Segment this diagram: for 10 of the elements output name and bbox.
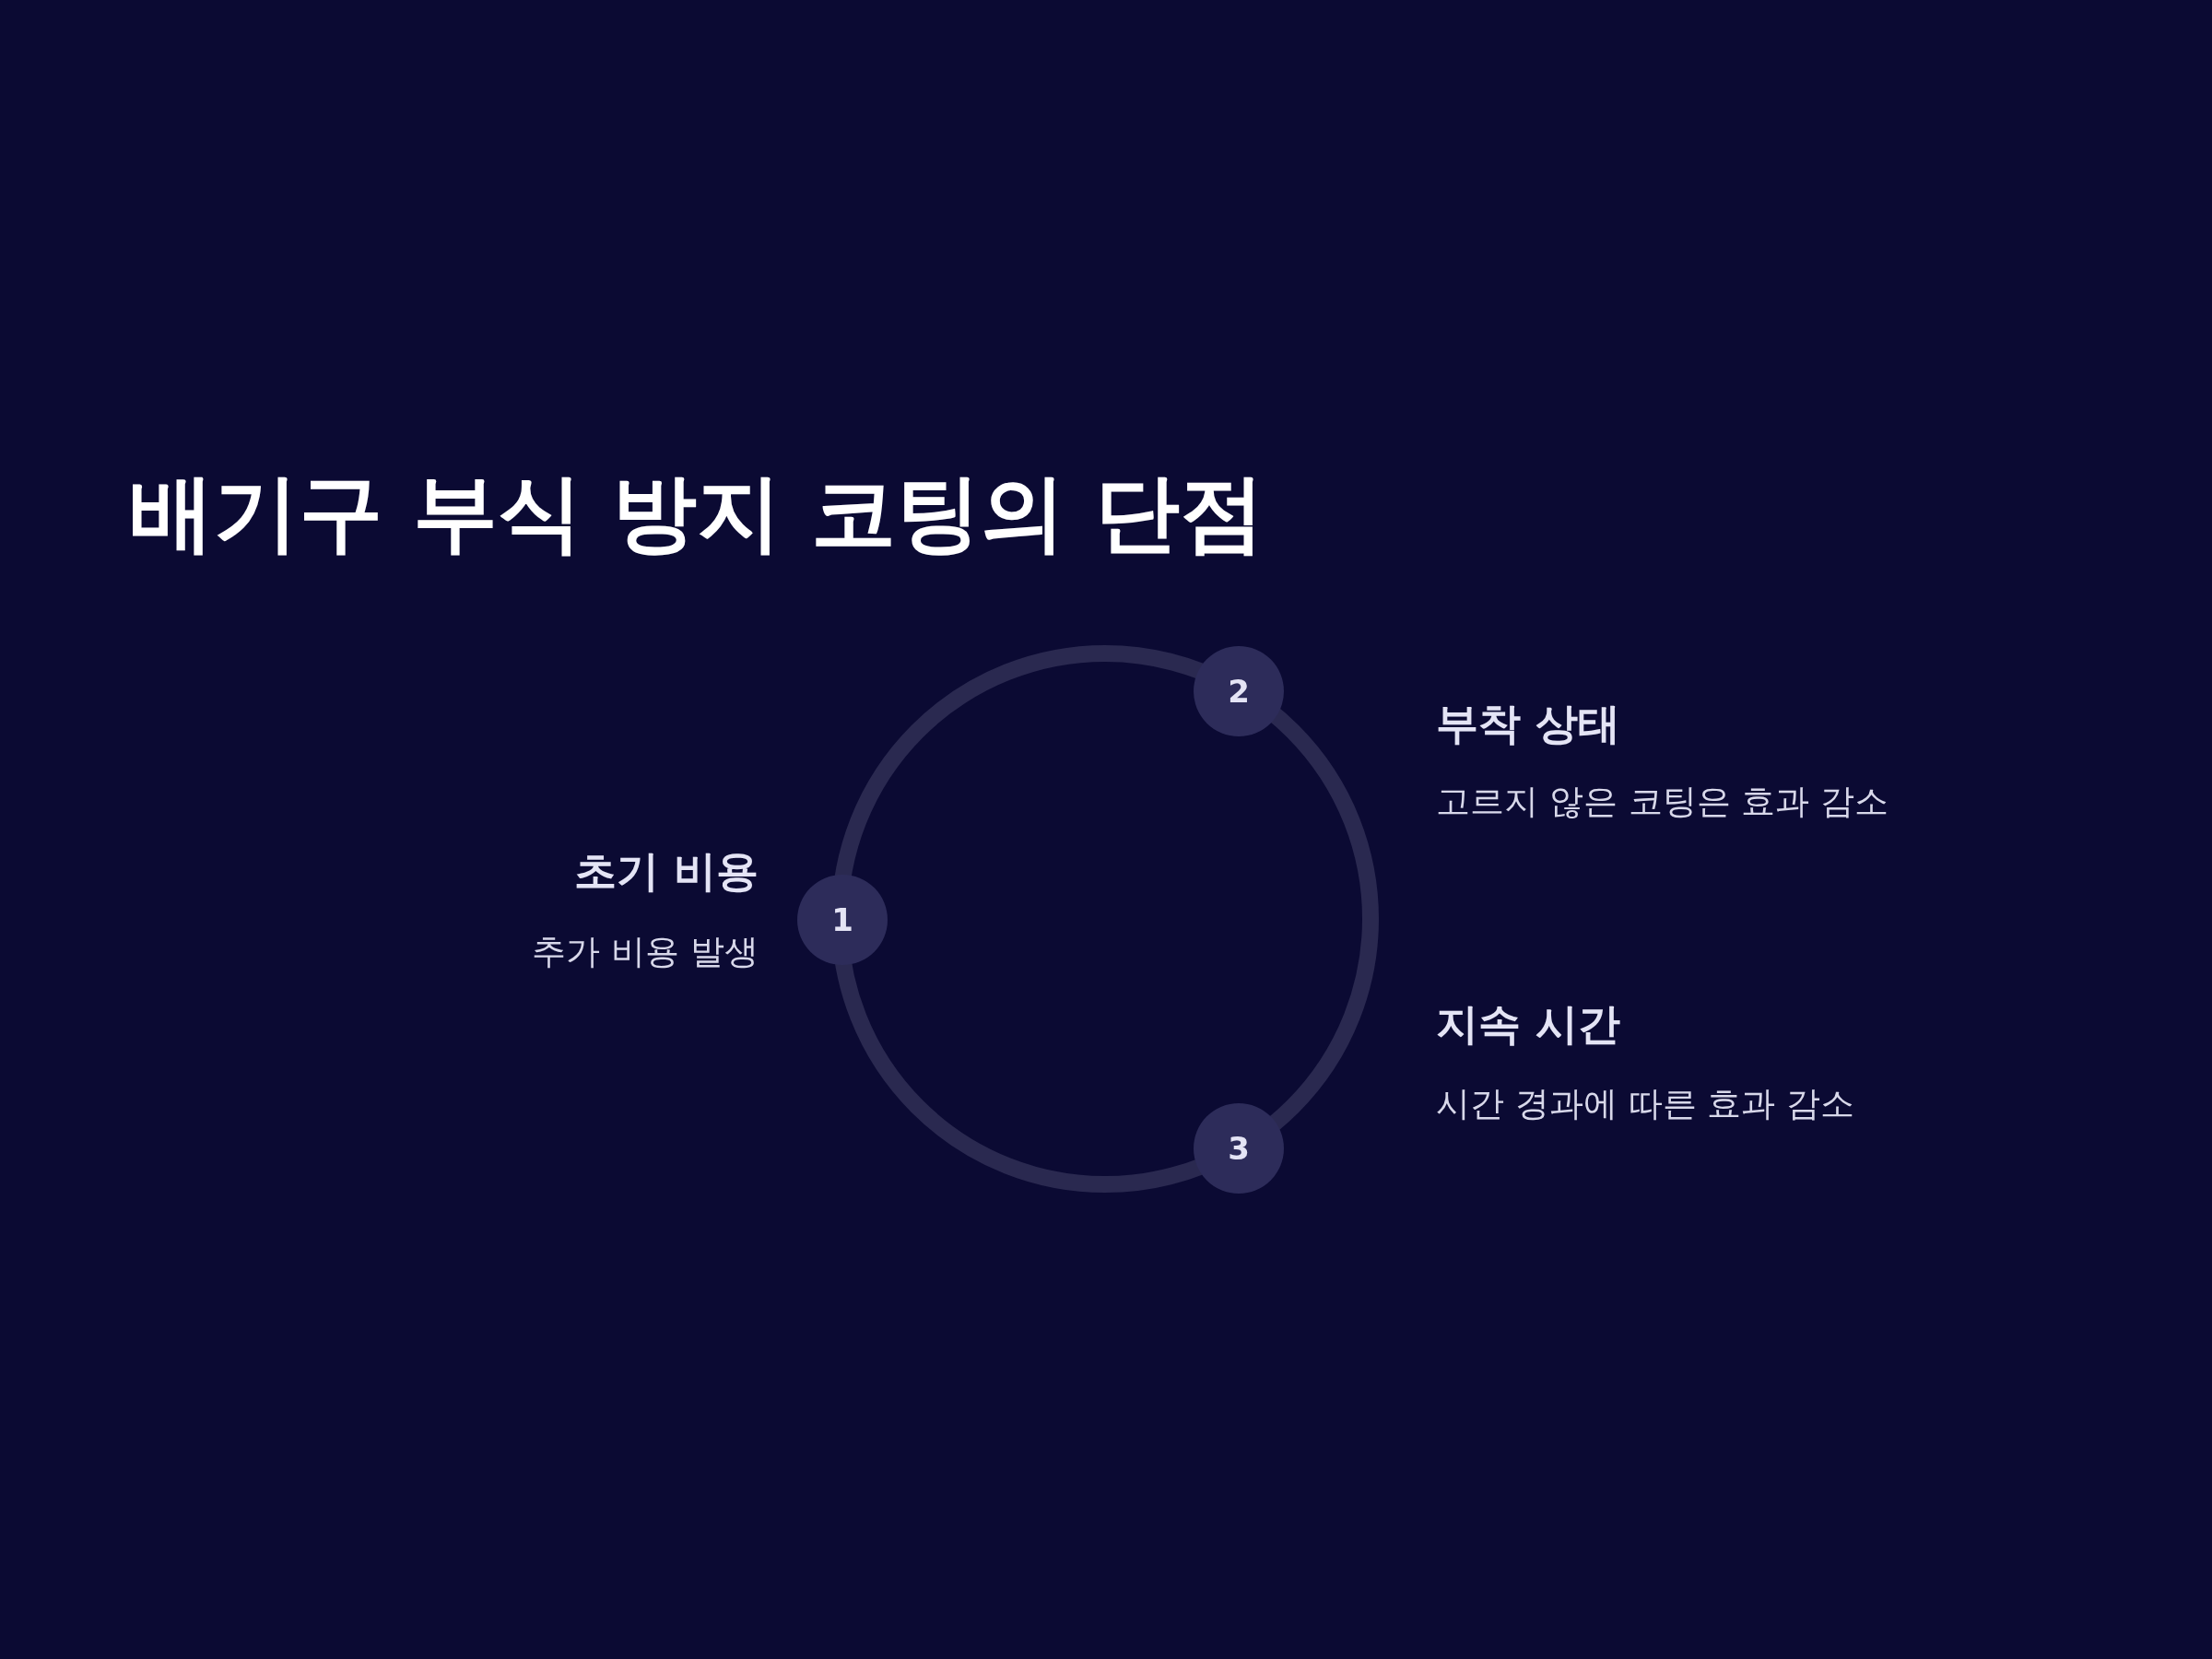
step-number: 3: [1228, 1130, 1250, 1167]
step-number: 2: [1228, 673, 1250, 710]
step-heading: 초기 비용: [574, 845, 759, 898]
step-number: 1: [831, 901, 853, 938]
step-heading: 지속 시간: [1436, 998, 1620, 1051]
step-description: 고르지 않은 코팅은 효과 감소: [1436, 781, 1889, 823]
step-description: 추가 비용 발생: [532, 931, 759, 973]
step-description: 시간 경과에 따른 효과 감소: [1436, 1083, 1855, 1125]
step-heading: 부착 상태: [1436, 698, 1620, 750]
title: 배기구 부식 방지 코팅의 단점: [129, 463, 1265, 564]
